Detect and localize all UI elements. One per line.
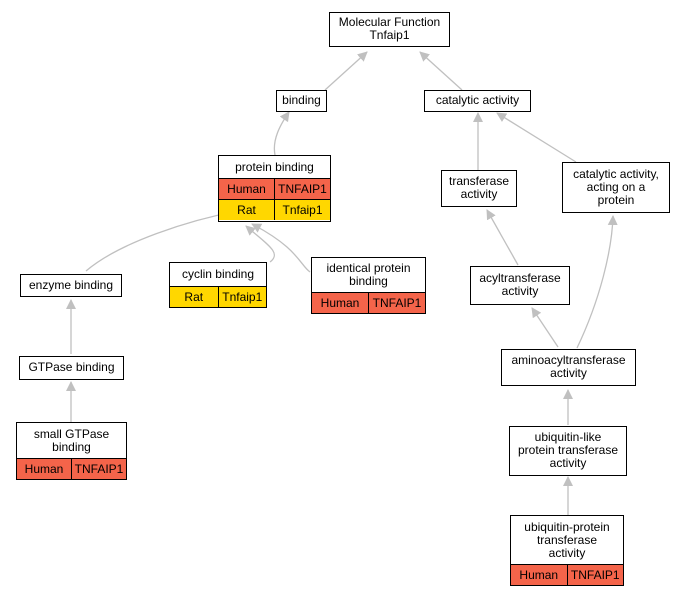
gene-cell: TNFAIP1 [368,293,425,313]
node-label: small GTPase binding [33,426,110,454]
gene-cell: TNFAIP1 [71,459,126,479]
gene-cell: TNFAIP1 [274,179,330,199]
edge-binding-root [324,51,368,91]
gene-cell: Tnfaip1 [274,200,330,220]
edge-aminoacyl-catalytic-protein [576,215,618,349]
node-label: protein binding [235,159,314,174]
node-label: ubiquitin-like protein transferase activ… [517,430,619,470]
node-transferase-activity[interactable]: transferase activity [441,170,517,207]
edge-cyclin-binding-protein-binding [245,225,276,263]
node-catalytic-activity[interactable]: catalytic activity [424,90,531,112]
node-label: aminoacyltransferase activity [511,353,626,380]
node-ubiquitin-like-transferase[interactable]: ubiquitin-like protein transferase activ… [509,426,627,476]
annotation-row: Human TNFAIP1 [511,564,623,585]
node-cyclin-binding[interactable]: cyclin binding Rat Tnfaip1 [169,262,267,308]
edge-catalytic-root [419,51,463,91]
annotation-row: Human TNFAIP1 [219,178,330,199]
annotation-row: Human TNFAIP1 [17,458,126,479]
node-small-gtpase-binding[interactable]: small GTPase binding Human TNFAIP1 [16,422,127,480]
species-cell: Human [219,179,274,199]
edge-catalytic-protein-catalytic [496,112,577,163]
species-cell: Human [17,459,71,479]
species-cell: Human [511,565,567,585]
node-molecular-function[interactable]: Molecular Function Tnfaip1 [329,12,450,47]
gene-cell: TNFAIP1 [566,565,623,585]
node-label: cyclin binding [181,267,255,281]
node-label: catalytic activity [435,93,520,107]
node-catalytic-activity-on-protein[interactable]: catalytic activity, acting on a protein [562,162,670,213]
node-aminoacyltransferase-activity[interactable]: aminoacyltransferase activity [501,349,636,386]
species-cell: Human [312,293,368,313]
node-enzyme-binding[interactable]: enzyme binding [20,274,122,297]
edge-identical-protein-protein-binding [251,223,311,273]
node-acyltransferase-activity[interactable]: acyltransferase activity [470,266,570,305]
node-binding[interactable]: binding [276,90,327,112]
edge-aminoacyl-acyltransferase [531,307,559,348]
node-label: enzyme binding [28,277,114,292]
edge-acyltransferase-transferase [486,209,519,266]
annotation-row: Rat Tnfaip1 [170,286,266,307]
node-label: identical protein binding [326,261,411,288]
node-label: Molecular Function Tnfaip1 [338,15,441,42]
species-cell: Rat [219,200,274,220]
node-label: ubiquitin-protein transferase activity [524,519,610,560]
node-ubiquitin-protein-transferase[interactable]: ubiquitin-protein transferase activity H… [510,515,624,586]
node-label: binding [282,93,321,107]
node-label: GTPase binding [28,360,115,374]
node-label: acyltransferase activity [479,271,561,298]
node-label: transferase activity [448,174,510,201]
gene-cell: Tnfaip1 [217,287,266,307]
node-protein-binding[interactable]: protein binding Human TNFAIP1 Rat Tnfaip… [218,155,331,222]
species-cell: Rat [170,287,218,307]
annotation-row: Rat Tnfaip1 [219,199,330,220]
node-label: catalytic activity, acting on a protein [573,166,659,207]
annotation-row: Human TNFAIP1 [312,292,425,313]
edge-protein-binding-binding [273,111,290,156]
node-identical-protein-binding[interactable]: identical protein binding Human TNFAIP1 [311,257,426,314]
node-gtpase-binding[interactable]: GTPase binding [19,356,124,380]
